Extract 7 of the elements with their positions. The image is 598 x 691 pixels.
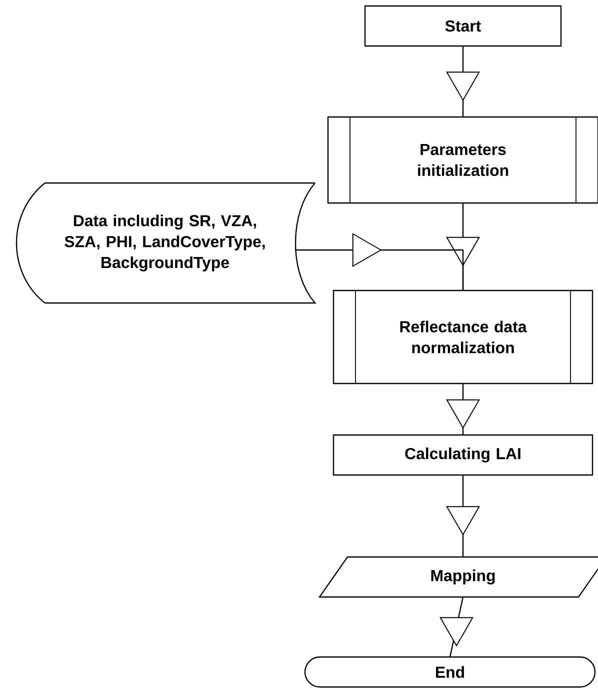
- data-input-shape: Data including SR, VZA, SZA, PHI, LandCoverType, BackgroundType: [16, 182, 316, 304]
- process-box: Start: [364, 5, 562, 47]
- arrow: [295, 232, 464, 290]
- process-box: Calculating LAI: [332, 434, 594, 476]
- predefined-process-box: Reflectance data normalization: [332, 290, 594, 384]
- predefined-process-box: Parameters initialization: [327, 116, 598, 204]
- terminator-box: End: [304, 656, 596, 688]
